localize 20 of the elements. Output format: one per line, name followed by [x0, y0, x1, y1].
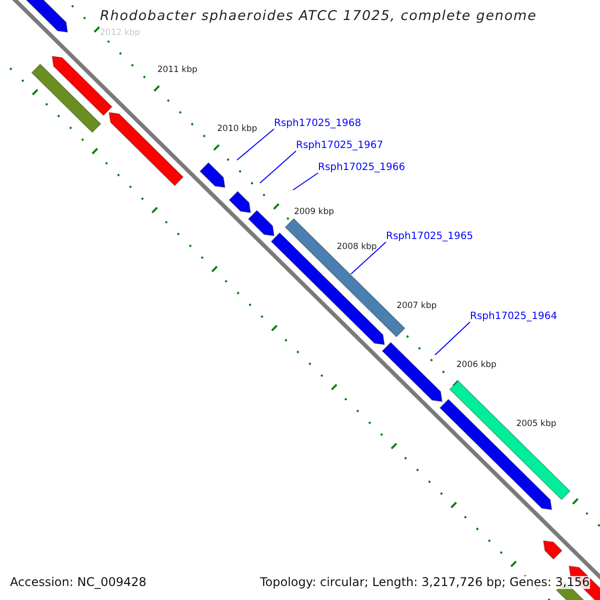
scale-label: 2007 kbp — [396, 300, 437, 313]
accession-text: Accession: NC_009428 — [10, 576, 146, 589]
gene-label: Rsph17025_1966 — [318, 161, 406, 174]
leader-line — [292, 172, 318, 190]
gene-label: Rsph17025_1967 — [296, 139, 384, 152]
leader-line — [434, 322, 470, 356]
scale-label: 2008 kbp — [336, 240, 377, 254]
gene-label: Rsph17025_1965 — [386, 230, 474, 243]
title: Rhodobacter sphaeroides ATCC 17025, complete genome — [100, 10, 537, 23]
leader-line — [236, 128, 274, 160]
genome-info-text: Topology: circular; Length: 3,217,726 bp; Genes: 3,156 — [260, 576, 590, 589]
scale-label: 2010 kbp — [217, 122, 258, 136]
leader-line — [260, 150, 296, 184]
gene-label: Rsph17025_1964 — [470, 310, 558, 323]
scale-label: 2009 kbp — [294, 206, 334, 219]
scale-label: 2005 kbp — [516, 418, 556, 431]
leader-line — [350, 242, 386, 274]
scale-label: 2006 kbp — [456, 358, 496, 372]
gene-label: Rsph17025_1968 — [274, 117, 362, 130]
scale-label: 2011 kbp — [157, 64, 198, 77]
